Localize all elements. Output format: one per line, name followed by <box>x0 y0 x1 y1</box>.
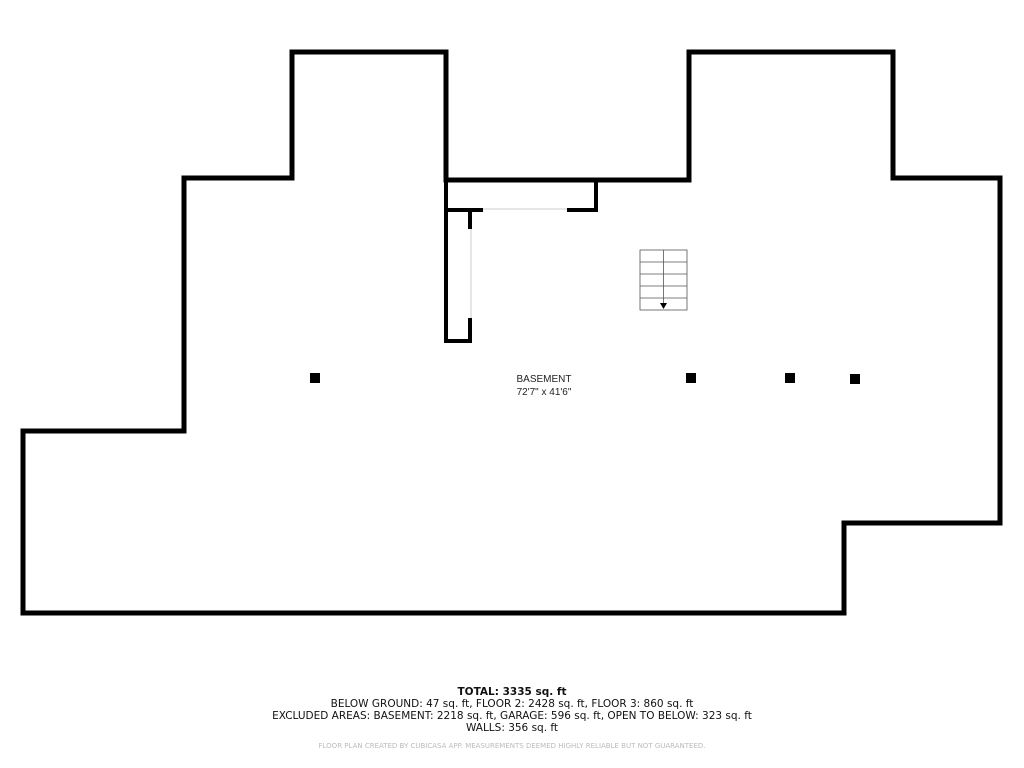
closet-walls <box>444 180 598 343</box>
stairs <box>639 249 688 311</box>
column <box>785 373 795 383</box>
room-name: BASEMENT <box>516 374 571 385</box>
walls-area: WALLS: 356 sq. ft <box>465 722 559 734</box>
stairs-down-arrow-icon <box>660 303 667 309</box>
exterior-walls <box>20 49 1003 616</box>
floor-areas: BELOW GROUND: 47 sq. ft, FLOOR 2: 2428 s… <box>330 698 694 710</box>
column <box>850 374 860 384</box>
columns <box>310 373 860 384</box>
column <box>310 373 320 383</box>
room-dimensions: 72'7" x 41'6" <box>517 387 572 398</box>
total-area: TOTAL: 3335 sq. ft <box>457 686 567 698</box>
excluded-areas: EXCLUDED AREAS: BASEMENT: 2218 sq. ft, G… <box>272 710 752 722</box>
column <box>686 373 696 383</box>
disclaimer: FLOOR PLAN CREATED BY CUBICASA APP. MEAS… <box>318 742 706 750</box>
door-openings <box>470 208 567 318</box>
